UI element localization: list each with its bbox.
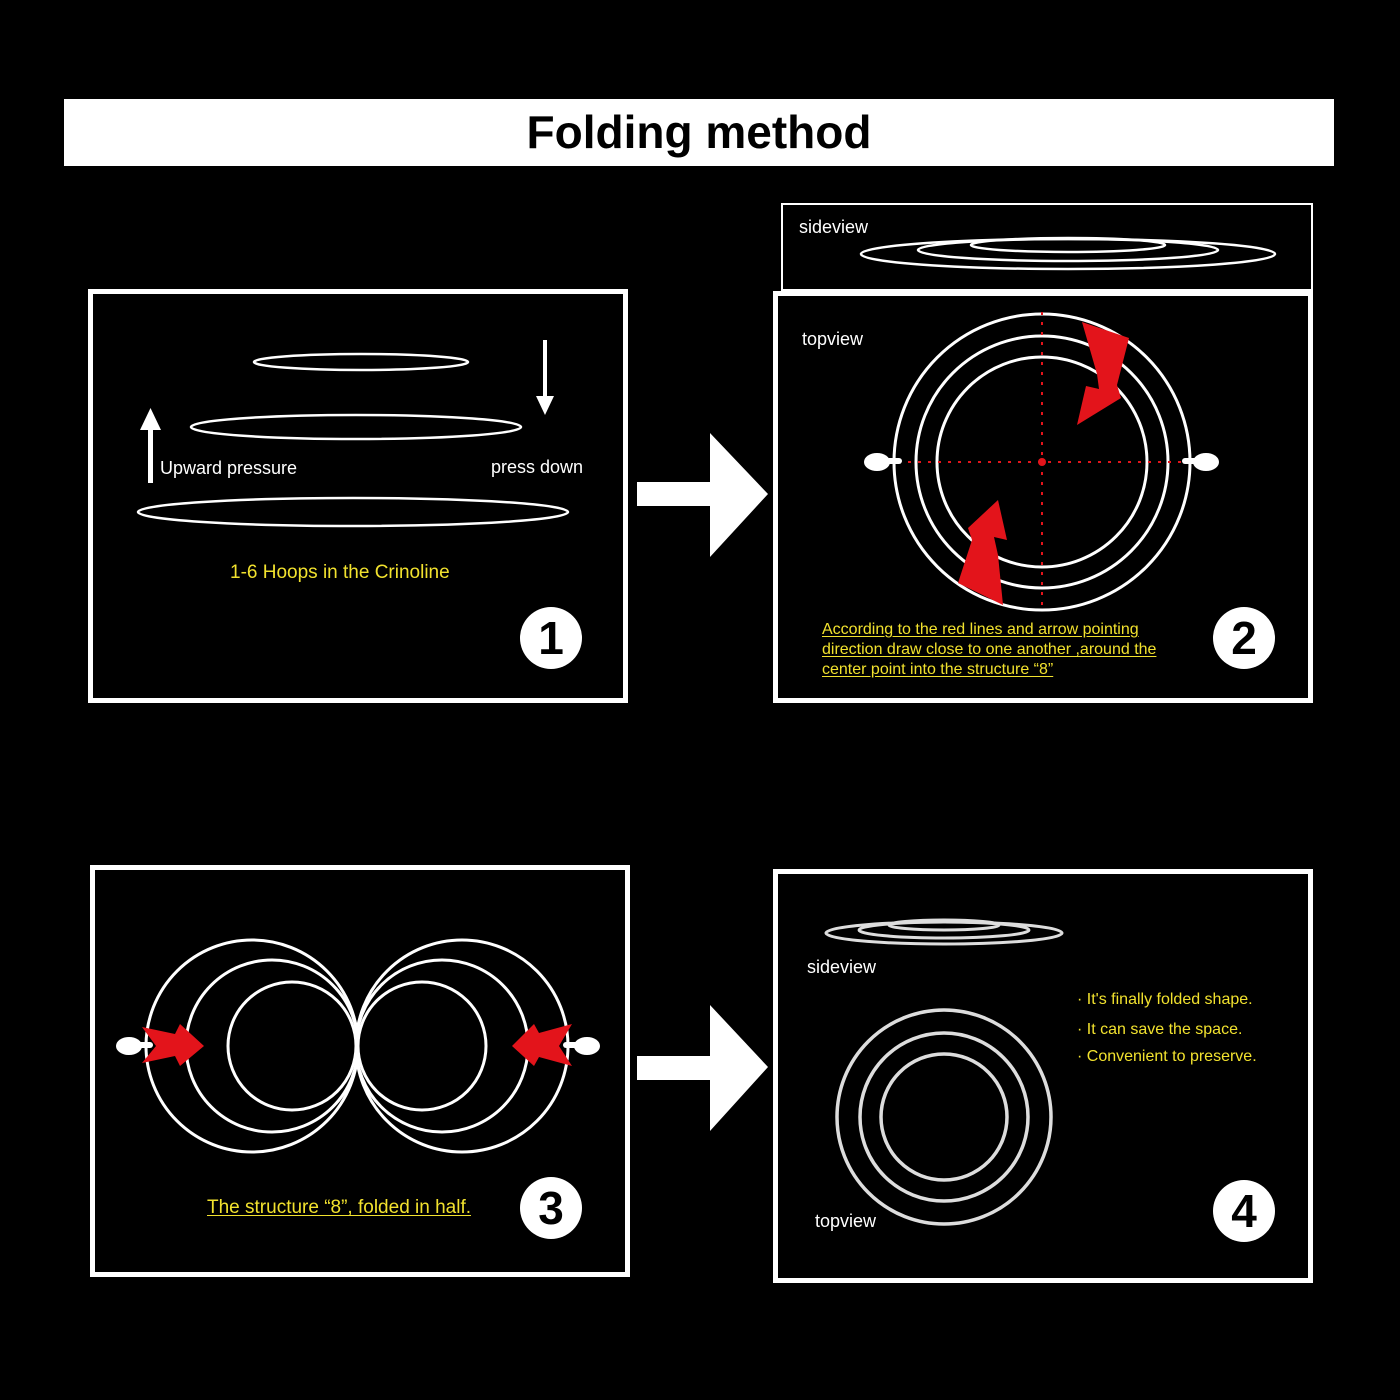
- red-arrow-bottom-icon: [958, 500, 1007, 605]
- step-number-badge-2: 2: [1213, 607, 1275, 669]
- red-arrow-right-icon: [512, 1024, 572, 1066]
- step2-topview-panel: [773, 291, 1313, 703]
- step3-caption: The structure “8”, folded in half.: [207, 1197, 472, 1218]
- red-arrow-left-icon: [142, 1024, 204, 1066]
- hand-left-icon: [864, 453, 902, 471]
- step4-sideview-hoops: [824, 918, 1064, 946]
- sideview-label-2: sideview: [807, 957, 877, 977]
- topview-label-2: topview: [815, 1211, 877, 1231]
- upward-pressure-label: Upward pressure: [160, 458, 298, 478]
- red-arrow-top-icon: [1077, 322, 1129, 425]
- next-arrow-icon: [637, 433, 768, 557]
- center-point: [1038, 458, 1046, 466]
- bullet-1: · It's finally folded shape.: [1077, 991, 1253, 1008]
- hand-left-icon-2: [116, 1037, 153, 1055]
- step4-topview-hoops: [835, 1008, 1053, 1226]
- step-number-badge-4: 4: [1213, 1180, 1275, 1242]
- topview-label: topview: [802, 329, 864, 349]
- step2-caption-line-1: According to the red lines and arrow poi…: [822, 621, 1139, 638]
- hand-right-icon: [1182, 453, 1219, 471]
- step1-hoops: [136, 352, 570, 528]
- step1-panel: [88, 289, 628, 703]
- press-down-label: press down: [491, 457, 584, 477]
- step2-sideview-hoops: [859, 236, 1277, 271]
- step1-caption: 1-6 Hoops in the Crinoline: [230, 562, 450, 583]
- hoop-small: [252, 352, 470, 372]
- step2-caption-line-3: center point into the structure “8”: [822, 661, 1054, 678]
- title-banner: Folding method: [64, 99, 1334, 166]
- step2-sideview-panel: [781, 203, 1313, 291]
- sideview-label: sideview: [799, 217, 869, 237]
- step2-caption-line-2: direction draw close to one another ,aro…: [822, 641, 1157, 658]
- step3-hoops: [144, 938, 570, 1154]
- up-arrow-icon: [140, 408, 161, 483]
- step4-panel: [773, 869, 1313, 1283]
- page-title: Folding method: [526, 106, 872, 158]
- hoop-large: [136, 496, 570, 528]
- step-number-badge-1: 1: [520, 607, 582, 669]
- step-number-badge-3: 3: [520, 1177, 582, 1239]
- hand-right-icon-2: [563, 1037, 600, 1055]
- hoop-medium: [189, 413, 523, 441]
- bullet-3: · Convenient to preserve.: [1077, 1048, 1257, 1065]
- down-arrow-icon: [536, 340, 554, 415]
- step3-panel: [90, 865, 630, 1277]
- bullet-2: · It can save the space.: [1077, 1021, 1243, 1038]
- next-arrow-icon-2: [637, 1005, 768, 1131]
